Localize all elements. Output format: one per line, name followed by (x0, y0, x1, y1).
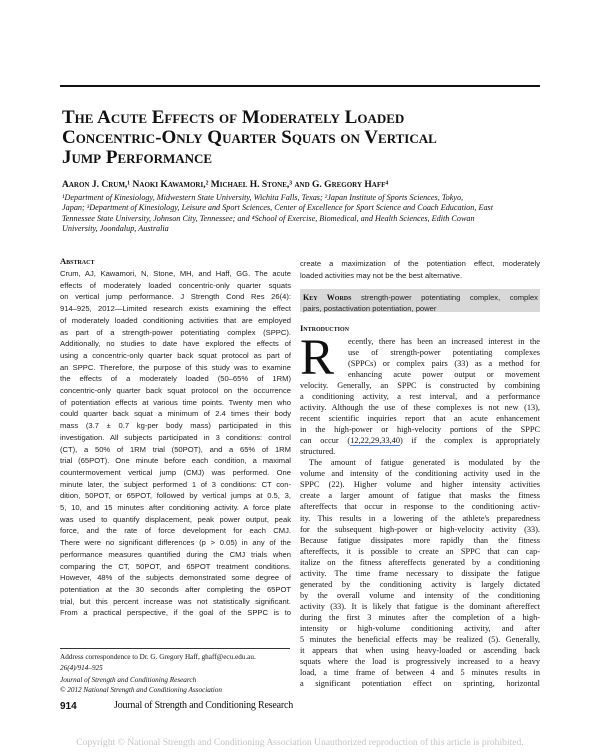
affiliation-line: Japan; ³Department of Kinesiology, Leisu… (62, 203, 493, 213)
text-line: of moderately loaded conditioning activi… (60, 315, 291, 325)
text-fragment: ) if the complex is appropriately (399, 436, 540, 446)
text-line: a significant potentiation effect on spr… (300, 678, 540, 688)
text-line: activity. The time frame necessary to di… (300, 568, 540, 578)
top-rule (60, 85, 540, 87)
text-line: 914–925, 2012—Limited research exists ex… (60, 304, 291, 314)
text-line: by the overall volume and intensity of t… (300, 590, 540, 600)
text-line: SPPC (22). Higher volume and higher inte… (300, 480, 540, 490)
text-line: force, and the rate of force development… (60, 526, 291, 536)
text-line: the effects of a moderately loaded (50–6… (60, 374, 291, 384)
text-line: There were no significant differences (p… (60, 538, 291, 548)
text-line: velocity. Generally, an SPPC is construc… (300, 381, 540, 391)
affiliation-line: Tennessee State University, Johnson City… (62, 213, 475, 223)
text-line: Crum, AJ, Kawamori, N, Stone, MH, and Ha… (60, 269, 291, 278)
affiliation-line: ¹Department of Kinesiology, Midwestern S… (62, 193, 464, 202)
text-line: performance measures quantified during t… (60, 549, 291, 559)
text-fragment: can occur ( (300, 436, 351, 446)
text-line: activity. Although the use of these comp… (300, 403, 540, 413)
text-line: activity (33). It is likely that fatigue… (300, 601, 540, 611)
text-line: it appears that when using heavy-loaded … (300, 645, 540, 655)
text-line: an SPPC. Therefore, the purpose of this … (60, 362, 291, 372)
affiliations: ¹Department of Kinesiology, Midwestern S… (62, 193, 540, 235)
citation: 26(4)/914–925 (60, 664, 103, 672)
text-line: dition, 50POT, or 65POT, followed by ver… (60, 491, 291, 501)
text-line: ity. This results in a lowering of the a… (300, 513, 540, 523)
title-line: The Acute Effects of Moderately Loaded (62, 107, 405, 128)
introduction-heading: Introduction (300, 323, 349, 333)
reference-link[interactable]: 12,22,29,33,40 (350, 436, 400, 447)
text-line: potentiation at the 30 seconds after com… (60, 584, 291, 594)
text-line: effects of moderately loaded concentric-… (60, 280, 291, 290)
text-line: could quarter back squat a minimum of 2.… (60, 409, 291, 419)
text-line: enhancing acute power output or movement (348, 370, 540, 380)
text-line: (CT), a 50% of 1RM trial (50POT), and a … (60, 444, 291, 454)
correspondence: Address correspondence to Dr. G. Gregory… (60, 653, 256, 661)
text-line: (SPPCs) or complex pairs (33) as a metho… (348, 359, 540, 369)
text-line: 5 minutes the beneficial effects may be … (300, 634, 540, 644)
key-words-box: Key Words strength-power potentiating co… (300, 289, 540, 313)
key-words-text: strength-power potentiating complex, com… (360, 293, 538, 302)
text-line: use of strength-power potentiating compl… (348, 348, 540, 358)
text-line: From a practical perspective, if the goa… (60, 608, 291, 618)
text-line: minute later, the subject performed 1 of… (60, 479, 291, 489)
text-line: However, 48% of the subjects demonstrate… (60, 573, 291, 583)
text-line: of potentiation effects at various time … (60, 397, 291, 407)
footnote-rule (60, 648, 290, 649)
text-line: The amount of fatigue generated is modul… (309, 458, 540, 468)
text-line: italize on the fitness aftereffects gene… (300, 557, 540, 567)
text-line: ecently, there has been an increased int… (348, 337, 540, 346)
text-line: volume and intensity of the conditioning… (300, 469, 540, 479)
text-line: recent scientific inquiries report that … (300, 414, 540, 424)
text-line: Additionally, no studies to date have ex… (60, 339, 291, 349)
title-line: Concentric-Only Quarter Squats on Vertic… (62, 127, 437, 148)
text-line: loaded activities may not be the best al… (300, 270, 463, 280)
text-line: trial, but this percent increase was not… (60, 596, 291, 606)
article-title: The Acute Effects of Moderately Loaded C… (62, 108, 542, 168)
introduction-body: R ecently, there has been an increased i… (300, 336, 540, 689)
text-line: a conditioning activity, a rest interval… (300, 392, 540, 402)
footer-journal-name: Journal of Strength and Conditioning Res… (114, 700, 294, 711)
copyright-note: © 2012 National Strength and Conditionin… (60, 686, 222, 694)
abstract-body: Crum, AJ, Kawamori, N, Stone, MH, and Ha… (60, 268, 291, 619)
text-line: can occur (12,22,29,33,40) if the comple… (300, 435, 540, 447)
text-line: aftereffects, it is possible to create a… (300, 546, 540, 556)
text-line: generated by the conditioning activity i… (300, 579, 540, 589)
authors: Aaron J. Crum,¹ Naoki Kawamori,² Michael… (62, 180, 389, 190)
text-line: create a larger amount of fatigue that m… (300, 491, 540, 501)
text-line: create a maximization of the potentiatio… (300, 259, 540, 268)
text-line: mass (3.7 ± 0.7 kg-per body mass) partic… (60, 421, 291, 431)
text-line: during the first 3 minutes after the com… (300, 612, 540, 622)
text-line: Because fatigue dissipates more rapidly … (300, 535, 540, 545)
text-line: aftereffects that occur in response to t… (300, 502, 540, 512)
text-line: structured. (300, 447, 336, 457)
text-line: for the subsequent high-power or high-ve… (300, 524, 540, 534)
text-line: investigation. All subjects participated… (60, 432, 291, 442)
text-line: trial (65POT). One minute before each co… (60, 456, 291, 466)
affiliation-line: University, Joondalup, Australia (62, 224, 169, 234)
text-line: on vertical jump performance. J Strength… (60, 292, 291, 302)
abstract-continued: create a maximization of the potentiatio… (300, 258, 540, 281)
text-line: intensity or high-volume conditioning ac… (300, 623, 540, 633)
journal-note: Journal of Strength and Conditioning Res… (60, 676, 197, 684)
abstract-heading: Abstract (60, 256, 95, 266)
text-line: using a concentric-only quarter back squ… (60, 350, 291, 360)
text-line: was used to quantify displacement, peak … (60, 514, 291, 524)
text-line: 5, 10, and 15 minutes after conditioning… (60, 503, 291, 513)
key-words-label: Key Words (303, 293, 352, 302)
copyright-watermark: Copyright © National Strength and Condit… (76, 737, 524, 748)
key-words-text: pairs, postactivation potentiation, powe… (303, 304, 437, 313)
text-line: comparing the CT, 50POT, and 65POT treat… (60, 561, 291, 571)
drop-cap: R (300, 336, 335, 380)
text-line: as part of a strength-power potentiating… (60, 327, 291, 337)
text-line: countermovement vertical jump (CMJ) was … (60, 467, 291, 477)
text-line: load, a time frame of between 4 and 5 mi… (300, 667, 540, 677)
title-line: Jump Performance (62, 147, 213, 168)
text-line: concentric-only quarter back squat proto… (60, 386, 291, 396)
text-line: in the high-power or high-velocity porti… (300, 425, 540, 435)
page-number: 914 (60, 701, 77, 712)
text-line: squats where the load is progressively i… (300, 656, 540, 666)
